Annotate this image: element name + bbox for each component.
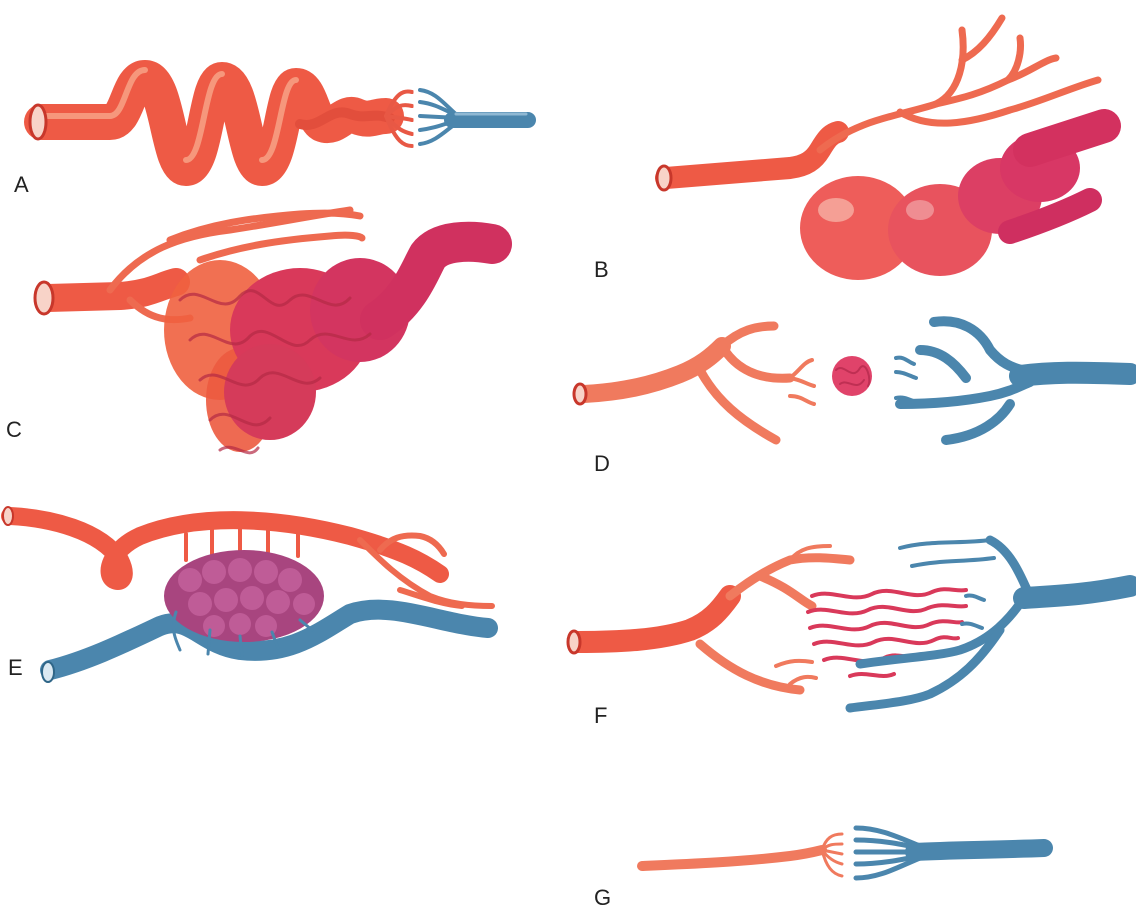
panel-a-drawing — [30, 70, 528, 168]
panel-label-g: G — [594, 885, 611, 908]
panel-f-drawing — [568, 540, 1130, 708]
panel-label-c: C — [6, 417, 22, 442]
panel-d-drawing — [574, 321, 1130, 440]
panel-g-drawing — [642, 826, 1044, 884]
panel-label-d: D — [594, 451, 610, 476]
panel-label-a: A — [14, 172, 29, 197]
panel-e-drawing — [3, 507, 492, 682]
panel-label-e: E — [8, 655, 23, 680]
panel-b-drawing — [657, 18, 1104, 280]
panel-c-drawing — [35, 210, 492, 453]
panel-label-b: B — [594, 257, 609, 282]
panel-label-f: F — [594, 703, 607, 728]
